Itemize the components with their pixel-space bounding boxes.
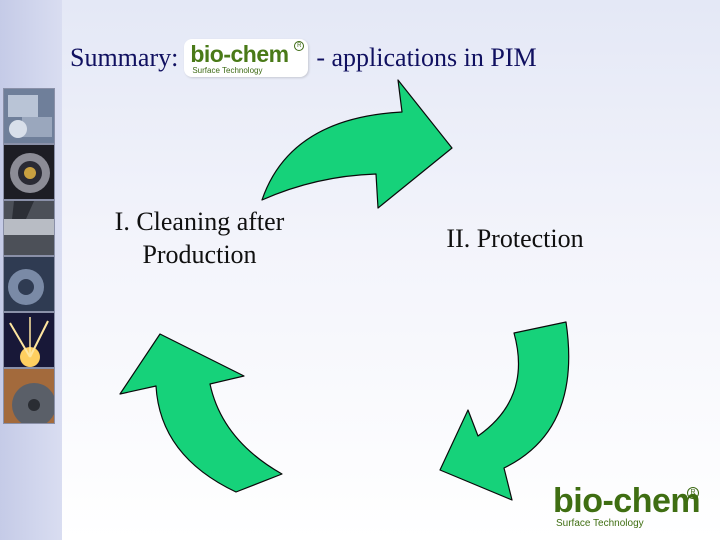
- bio-chem-logo: bio-chem Surface Technology R: [184, 39, 309, 77]
- saw-blade-photo: [3, 368, 55, 424]
- title-prefix: Summary:: [70, 43, 179, 72]
- logo-tagline: Surface Technology: [192, 66, 263, 75]
- registered-mark: R: [294, 41, 305, 51]
- machining-photo: [3, 200, 55, 256]
- step-label-cleaning: I. Cleaning after Production: [114, 207, 285, 269]
- sparks-photo: [3, 312, 55, 368]
- arrow-right-curved: [439, 321, 570, 501]
- footer-bio-chem-logo: bio-chem Surface Technology R: [553, 484, 703, 530]
- arrow-left-curved: [119, 333, 283, 493]
- title-suffix: - applications in PIM: [316, 43, 537, 72]
- step-label-protection: II. Protection: [446, 224, 584, 253]
- footer-logo-tagline: Surface Technology: [556, 518, 644, 529]
- metal-parts-photo: [3, 88, 55, 144]
- bearing-photo: [3, 144, 55, 200]
- sidebar-image-strip: [0, 0, 62, 540]
- footer-registered-mark: R: [687, 487, 699, 499]
- slide-title: Summary: bio-chem Surface Technology R -…: [70, 38, 710, 78]
- logo-wordmark: bio-chem: [190, 41, 289, 67]
- arrow-top-curved: [261, 79, 453, 209]
- footer-logo-wordmark: bio-chem: [553, 482, 701, 520]
- gear-photo: [3, 256, 55, 312]
